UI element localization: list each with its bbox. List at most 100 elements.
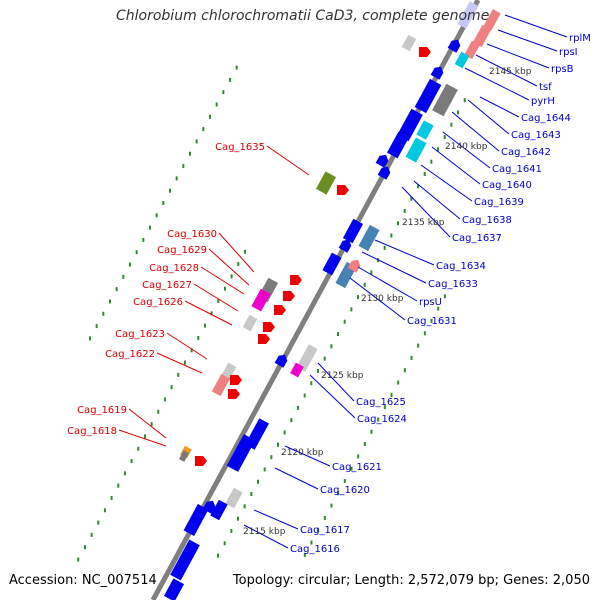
tick-dot xyxy=(437,306,440,311)
tick-dot xyxy=(330,503,333,508)
gene-arrowhead xyxy=(338,239,352,253)
forward-gene-label[interactable]: Cag_1621 xyxy=(332,462,382,473)
forward-gene-label[interactable]: tsf xyxy=(539,82,552,93)
forward-gene-label[interactable]: rpsI xyxy=(559,47,578,58)
forward-gene-label[interactable]: Cag_1620 xyxy=(320,485,370,496)
forward-gene-label[interactable]: Cag_1640 xyxy=(482,180,532,191)
gene-block xyxy=(163,578,185,602)
tick-dot xyxy=(229,77,232,82)
forward-gene-label[interactable]: Cag_1624 xyxy=(357,414,407,425)
tick-dot xyxy=(150,422,153,427)
tick-dot xyxy=(182,164,185,169)
reverse-gene-label[interactable]: Cag_1635 xyxy=(215,142,265,153)
forward-gene-label[interactable]: Cag_1631 xyxy=(407,316,457,327)
accession-text: Accession: NC_007514 xyxy=(9,573,157,588)
forward-gene-label[interactable]: Cag_1639 xyxy=(474,197,524,208)
forward-gene-label[interactable]: Cag_1634 xyxy=(436,261,486,272)
reverse-gene-label[interactable]: Cag_1623 xyxy=(115,329,165,340)
gene-arrowhead xyxy=(290,275,302,285)
forward-gene-label[interactable]: pyrH xyxy=(531,96,555,107)
callout-line xyxy=(200,266,245,295)
forward-gene-label[interactable]: rplM xyxy=(569,33,591,44)
reverse-gene-label[interactable]: Cag_1627 xyxy=(142,280,192,291)
callout-line xyxy=(128,408,167,439)
forward-gene-label[interactable]: Cag_1641 xyxy=(492,164,542,175)
tick-dot xyxy=(203,323,206,328)
forward-gene-label[interactable]: Cag_1617 xyxy=(300,525,350,536)
forward-gene-label[interactable]: Cag_1633 xyxy=(428,279,478,290)
tick-dot xyxy=(403,368,406,373)
callout-line xyxy=(118,429,167,447)
tick-dot xyxy=(202,127,205,132)
tick-dot xyxy=(410,196,413,201)
callout-line xyxy=(166,332,208,360)
tick-dot xyxy=(443,135,446,140)
gene-arrowhead xyxy=(202,500,216,514)
reverse-gene-label[interactable]: Cag_1618 xyxy=(67,426,117,437)
gene-block xyxy=(454,51,470,69)
tick-dot xyxy=(177,372,180,377)
reverse-gene-label[interactable]: Cag_1622 xyxy=(105,349,155,360)
gene-block xyxy=(315,171,337,195)
gene-block xyxy=(210,499,228,521)
callout-line xyxy=(475,54,538,87)
gene-block xyxy=(251,288,271,312)
tick-dot xyxy=(135,250,138,255)
tick-dot xyxy=(117,483,120,488)
reverse-gene-label[interactable]: Cag_1626 xyxy=(133,297,183,308)
tick-dot xyxy=(410,355,413,360)
tick-dot xyxy=(357,295,360,300)
forward-gene-label[interactable]: Cag_1616 xyxy=(290,544,340,555)
gene-block xyxy=(221,362,237,380)
tick-dot xyxy=(330,344,333,349)
tick-dot xyxy=(343,479,346,484)
scale-label: 2130 kbp xyxy=(361,294,404,304)
tick-dot xyxy=(175,176,178,181)
tick-dot xyxy=(123,471,126,476)
callout-line xyxy=(218,232,255,273)
forward-gene-label[interactable]: Cag_1642 xyxy=(501,147,551,158)
gene-block xyxy=(226,434,256,472)
tick-dot xyxy=(403,208,406,213)
callout-line xyxy=(467,99,510,135)
forward-gene-label[interactable]: rpsU xyxy=(419,297,442,308)
tick-dot xyxy=(257,479,260,484)
callout-line xyxy=(497,29,558,52)
tick-dot xyxy=(130,459,133,464)
forward-gene-label[interactable]: Cag_1637 xyxy=(452,233,502,244)
forward-gene-label[interactable]: Cag_1643 xyxy=(511,130,561,141)
gene-block xyxy=(296,344,318,372)
gene-labels: rplM rpsI rpsB tsf pyrH Cag_1644Cag_1643Cag_1… xyxy=(67,33,591,555)
gene-block xyxy=(405,137,427,163)
gene-block xyxy=(225,487,243,509)
tick-dot xyxy=(223,541,226,546)
gene-block xyxy=(387,131,409,159)
callout-line xyxy=(284,445,331,467)
reverse-gene-label[interactable]: Cag_1619 xyxy=(77,405,127,416)
forward-gene-label[interactable]: Cag_1625 xyxy=(356,397,406,408)
reverse-gene-label[interactable]: Cag_1630 xyxy=(167,229,217,240)
forward-gene-label[interactable]: Cag_1644 xyxy=(521,113,571,124)
tick-dot xyxy=(310,381,313,386)
forward-gene-label[interactable]: Cag_1638 xyxy=(462,215,512,226)
tick-dot xyxy=(142,237,145,242)
tick-dot xyxy=(110,495,113,500)
tick-dot xyxy=(397,221,400,226)
reverse-gene-label[interactable]: Cag_1628 xyxy=(149,263,199,274)
tick-dot xyxy=(168,188,171,193)
tick-dot xyxy=(397,380,400,385)
tick-dot xyxy=(383,405,386,410)
reverse-gene-label[interactable]: Cag_1629 xyxy=(157,245,207,256)
forward-gene-label[interactable]: rpsB xyxy=(551,64,574,75)
gene-block xyxy=(170,539,200,581)
tick-dot xyxy=(270,455,273,460)
callout-line xyxy=(413,180,461,220)
callout-line xyxy=(479,96,520,118)
tick-dot xyxy=(350,307,353,312)
callout-line xyxy=(361,251,427,284)
tick-dot xyxy=(430,318,433,323)
tick-dot xyxy=(115,287,118,292)
scale-label: 2135 kbp xyxy=(402,218,445,228)
callout-line xyxy=(357,266,418,302)
